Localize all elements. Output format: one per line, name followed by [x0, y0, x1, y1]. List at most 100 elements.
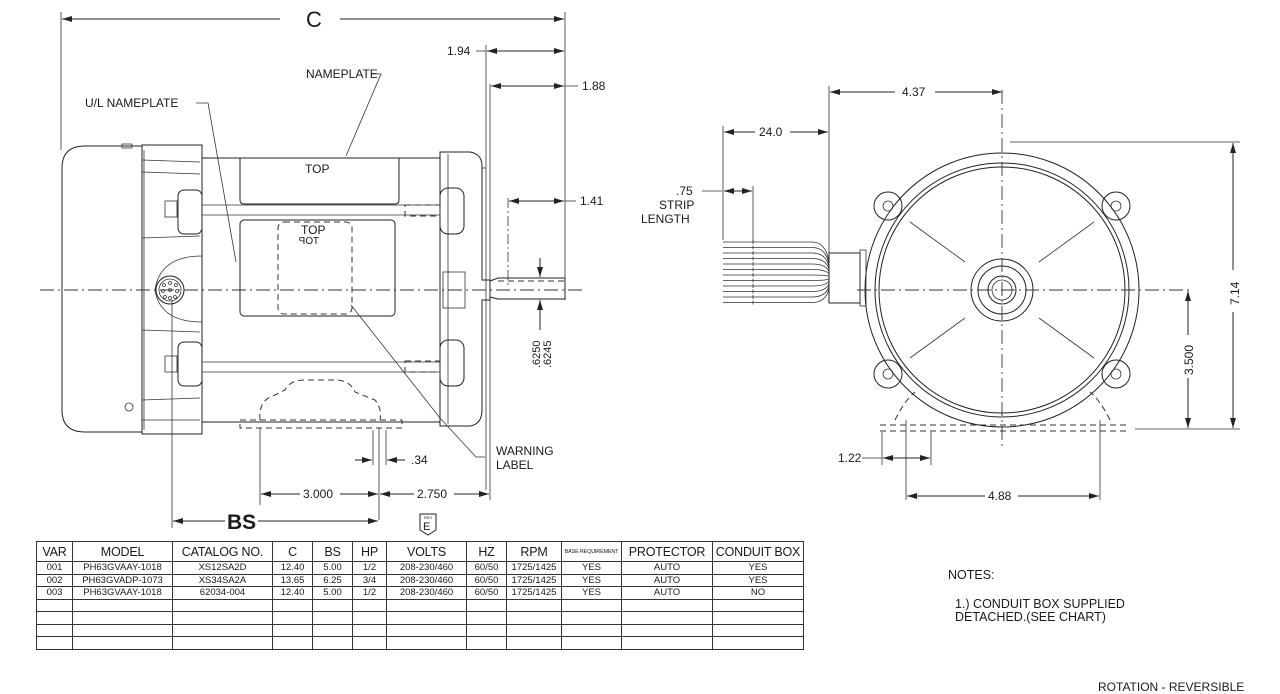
dim-c-label: C: [306, 7, 322, 32]
table-cell: YES: [712, 573, 804, 587]
table-cell: [506, 623, 562, 637]
table-cell: 208-230/460: [386, 561, 467, 575]
table-cell: [621, 611, 713, 625]
table-cell: [272, 598, 313, 612]
table-cell: 60/50: [466, 586, 507, 600]
table-cell: [36, 636, 73, 650]
column-header: BASE REQUIREMENT: [561, 541, 622, 562]
lead-wire: [723, 252, 830, 267]
table-cell: 1725/1425: [506, 561, 562, 575]
table-cell: 1/2: [352, 586, 387, 600]
table-cell: [506, 636, 562, 650]
table-cell: [272, 623, 313, 637]
table-cell: YES: [712, 561, 804, 575]
table-cell: [561, 636, 622, 650]
table-cell: [712, 611, 804, 625]
table-cell: PH63GVADP-1073: [72, 573, 173, 587]
lead-wire: [723, 241, 830, 263]
dim-3-500: 3.500: [1182, 345, 1196, 375]
table-cell: [352, 598, 387, 612]
table-cell: 1/2: [352, 561, 387, 575]
dim-3-000: 3.000: [303, 487, 333, 501]
length-label: LENGTH: [641, 212, 690, 226]
table-row: [36, 623, 804, 637]
lead-wire: [723, 278, 830, 281]
top-label-ul: TOP: [301, 223, 325, 237]
table-cell: 1725/1425: [506, 586, 562, 600]
table-cell: [466, 623, 507, 637]
table-cell: [72, 598, 173, 612]
notes-block: NOTES: 1.) CONDUIT BOX SUPPLIED DETACHED…: [948, 568, 1125, 624]
mounting-ears: [873, 191, 1131, 389]
table-cell: 5.00: [312, 586, 353, 600]
table-cell: 60/50: [466, 573, 507, 587]
table-cell: [712, 623, 804, 637]
note-1: 1.) CONDUIT BOX SUPPLIED DETACHED.(SEE C…: [955, 597, 1125, 624]
lead-wire: [723, 285, 830, 298]
table-cell: [352, 611, 387, 625]
table-cell: [352, 623, 387, 637]
motor-drawing: C 1.94 1.88 1.41: [40, 7, 1242, 536]
dim-1-41: 1.41: [580, 194, 604, 208]
table-cell: [386, 623, 467, 637]
table-cell: 12.40: [272, 586, 313, 600]
shaft-dia-min: .6245: [542, 340, 554, 368]
table-cell: 208-230/460: [386, 586, 467, 600]
table-cell: YES: [561, 561, 622, 575]
table-cell: [172, 611, 273, 625]
table-cell: [172, 623, 273, 637]
column-header: CATALOG NO.: [172, 541, 273, 562]
table-cell: [72, 636, 173, 650]
table-cell: [272, 611, 313, 625]
warning-label-line1: WARNING: [496, 444, 554, 458]
table-cell: 002: [36, 573, 73, 587]
rotation-note: ROTATION - REVERSIBLE: [1098, 680, 1245, 694]
column-header: VOLTS: [386, 541, 467, 562]
table-cell: [72, 611, 173, 625]
shaft-dia-max: .6250: [531, 340, 543, 368]
dim-2-750: 2.750: [417, 487, 447, 501]
dim-34: .34: [411, 453, 428, 467]
table-cell: PH63GVAAY-1018: [72, 586, 173, 600]
table-cell: 62034-004: [172, 586, 273, 600]
top-label-nameplate: TOP: [305, 162, 329, 176]
table-cell: [172, 598, 273, 612]
dim-1-22: 1.22: [838, 451, 862, 465]
table-cell: [312, 636, 353, 650]
column-header: BS: [312, 541, 353, 562]
table-cell: XS12SA2D: [172, 561, 273, 575]
rev-text: REV: [424, 515, 433, 520]
table-cell: [72, 623, 173, 637]
table-cell: [312, 598, 353, 612]
top-label-mirrored: TOP: [298, 236, 319, 247]
ul-nameplate-label: U/L NAMEPLATE: [85, 96, 178, 110]
table-cell: 3/4: [352, 573, 387, 587]
strip-label: STRIP: [659, 198, 694, 212]
table-cell: [272, 636, 313, 650]
lead-wire: [723, 263, 830, 272]
lead-wire: [723, 274, 830, 277]
notes-title: NOTES:: [948, 568, 995, 582]
column-header: VAR: [36, 541, 73, 562]
table-cell: YES: [561, 573, 622, 587]
column-header: CONDUIT BOX: [712, 541, 804, 562]
table-cell: [561, 598, 622, 612]
table-cell: [621, 636, 713, 650]
table-cell: AUTO: [621, 561, 713, 575]
dim-24-0: 24.0: [759, 125, 783, 139]
dim-1-94: 1.94: [447, 44, 471, 58]
table-cell: 13.65: [272, 573, 313, 587]
table-cell: XS34SA2A: [172, 573, 273, 587]
table-cell: 003: [36, 586, 73, 600]
dim-4-88: 4.88: [988, 489, 1012, 503]
table-cell: [466, 598, 507, 612]
table-cell: [386, 636, 467, 650]
table-cell: 5.00: [312, 561, 353, 575]
dim-1-88: 1.88: [582, 79, 606, 93]
table-cell: [386, 598, 467, 612]
table-cell: [466, 611, 507, 625]
lead-wire: [723, 269, 830, 275]
